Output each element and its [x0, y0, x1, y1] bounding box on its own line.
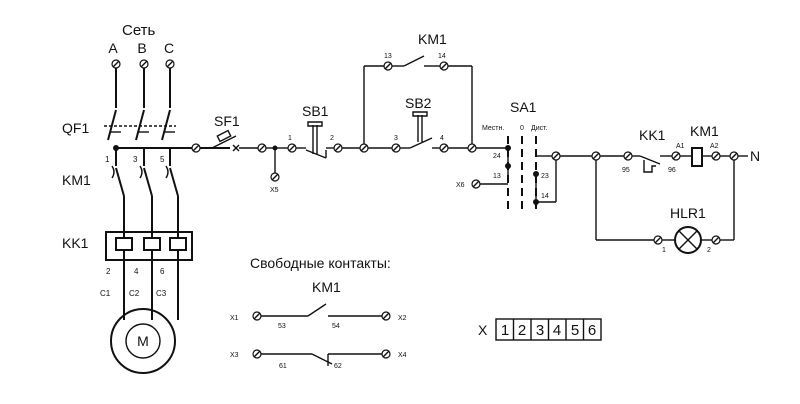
qf1-label: QF1: [62, 120, 89, 136]
svg-text:1: 1: [288, 135, 292, 142]
phase-c-label: C: [164, 40, 174, 56]
sb2-label: SB2: [405, 95, 432, 111]
terminal-block-label: X: [478, 322, 488, 338]
terminal-cell: 5: [571, 322, 579, 339]
hlr1-lamp-icon: [674, 226, 702, 254]
km1-coil: [691, 147, 703, 167]
sa1-label: SA1: [510, 99, 537, 115]
svg-text:95: 95: [622, 167, 630, 174]
svg-text:A1: A1: [676, 143, 685, 150]
sb2-button: [400, 111, 440, 149]
svg-text:C3: C3: [156, 289, 167, 298]
svg-text:2: 2: [707, 247, 711, 254]
terminal-cell: 1: [501, 322, 509, 339]
free-km1-label: KM1: [312, 279, 341, 295]
km1-main-label: KM1: [62, 172, 91, 188]
motor: M: [110, 308, 176, 374]
free-contact-no: [261, 303, 382, 317]
kk1-thermal-relay: [105, 231, 193, 261]
kk1-aux-contact: [632, 155, 672, 173]
svg-text:C2: C2: [129, 289, 140, 298]
svg-text:2: 2: [330, 135, 334, 142]
km1-aux-label: KM1: [418, 31, 447, 47]
kk1-aux-label: KK1: [639, 127, 666, 143]
km1-main-contacts: [111, 148, 179, 232]
svg-text:13: 13: [384, 53, 392, 60]
free-contact-nc: [261, 353, 382, 366]
terminal-cell: 3: [536, 322, 544, 339]
svg-text:3: 3: [133, 155, 138, 164]
sf1-label: SF1: [214, 113, 240, 129]
motor-label: M: [137, 333, 149, 349]
terminal-block: 1 2 3 4 5 6: [495, 318, 602, 341]
km1-holding-contact: [392, 55, 440, 67]
svg-text:3: 3: [394, 135, 398, 142]
svg-text:24: 24: [493, 153, 501, 160]
svg-text:14: 14: [541, 193, 549, 200]
network-label: Сеть: [122, 22, 156, 39]
phase-a-label: A: [108, 40, 118, 56]
sb1-label: SB1: [302, 103, 329, 119]
svg-text:X1: X1: [230, 315, 239, 322]
svg-text:14: 14: [438, 53, 446, 60]
svg-text:4: 4: [440, 135, 444, 142]
svg-text:62: 62: [334, 363, 342, 370]
sa1-local-label: Местн.: [482, 125, 504, 132]
sa1-zero-label: 0: [520, 125, 524, 132]
kk1-main-label: KK1: [62, 235, 89, 251]
svg-text:A2: A2: [710, 143, 719, 150]
neutral-label: N: [750, 148, 760, 164]
svg-text:2: 2: [106, 267, 111, 276]
free-contacts-title: Свободные контакты:: [250, 255, 391, 271]
svg-text:5: 5: [160, 155, 165, 164]
svg-text:X3: X3: [230, 352, 239, 359]
svg-text:54: 54: [332, 323, 340, 330]
svg-text:13: 13: [493, 173, 501, 180]
svg-text:X5: X5: [270, 187, 279, 194]
svg-text:6: 6: [160, 267, 165, 276]
hlr1-label: HLR1: [670, 205, 706, 221]
qf1-breaker: [104, 68, 176, 141]
svg-text:X2: X2: [398, 315, 407, 322]
svg-text:X6: X6: [456, 182, 465, 189]
svg-text:1: 1: [105, 155, 110, 164]
sf1-breaker: [191, 129, 258, 153]
terminal-cell: 4: [553, 322, 561, 339]
svg-text:X4: X4: [398, 352, 407, 359]
svg-text:53: 53: [278, 323, 286, 330]
terminal-cell: 2: [518, 322, 526, 339]
svg-text:96: 96: [668, 167, 676, 174]
svg-text:1: 1: [662, 247, 666, 254]
svg-text:61: 61: [279, 363, 287, 370]
sa1-selector: [505, 136, 539, 212]
svg-text:23: 23: [541, 173, 549, 180]
svg-text:4: 4: [134, 267, 139, 276]
phase-b-label: B: [137, 40, 146, 56]
sb1-button: [296, 121, 334, 159]
terminal-cell: 6: [588, 322, 596, 339]
svg-text:C1: C1: [100, 289, 111, 298]
km1-coil-label: KM1: [690, 123, 719, 139]
sa1-remote-label: Дист.: [531, 125, 548, 132]
phase-terminals: [111, 59, 175, 69]
